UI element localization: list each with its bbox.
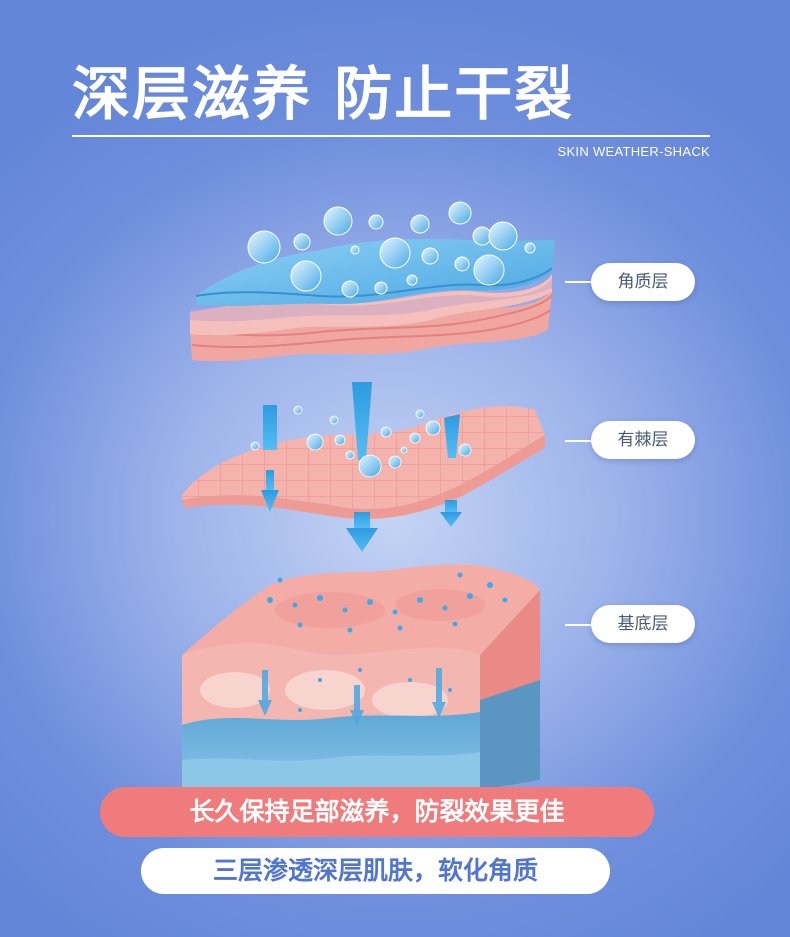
- tag-connector-2: [565, 440, 591, 442]
- bottom-arrows: [258, 668, 446, 726]
- tag-connector-3: [565, 624, 591, 626]
- title-divider: [72, 135, 710, 137]
- benefit-banner-primary: 长久保持足部滋养，防裂效果更佳: [100, 787, 654, 837]
- benefit-banner-secondary: 三层渗透深层肌肤，软化角质: [141, 848, 610, 894]
- stratum-corneum-illustration: [189, 239, 555, 362]
- label-stratum-basale: 基底层: [591, 605, 695, 643]
- page-title: 深层滋养 防止干裂: [72, 60, 575, 128]
- middle-bubbles: [250, 405, 472, 478]
- stratum-basale-illustration: [182, 564, 540, 790]
- tag-connector-1: [565, 281, 591, 283]
- page-subtitle: SKIN WEATHER-SHACK: [557, 144, 710, 159]
- moisture-bubbles: [247, 201, 536, 298]
- label-stratum-spinosum: 有棘层: [591, 421, 695, 459]
- penetration-arrows: [261, 382, 462, 552]
- bottom-bubbles: [267, 572, 508, 712]
- label-stratum-corneum: 角质层: [591, 263, 695, 301]
